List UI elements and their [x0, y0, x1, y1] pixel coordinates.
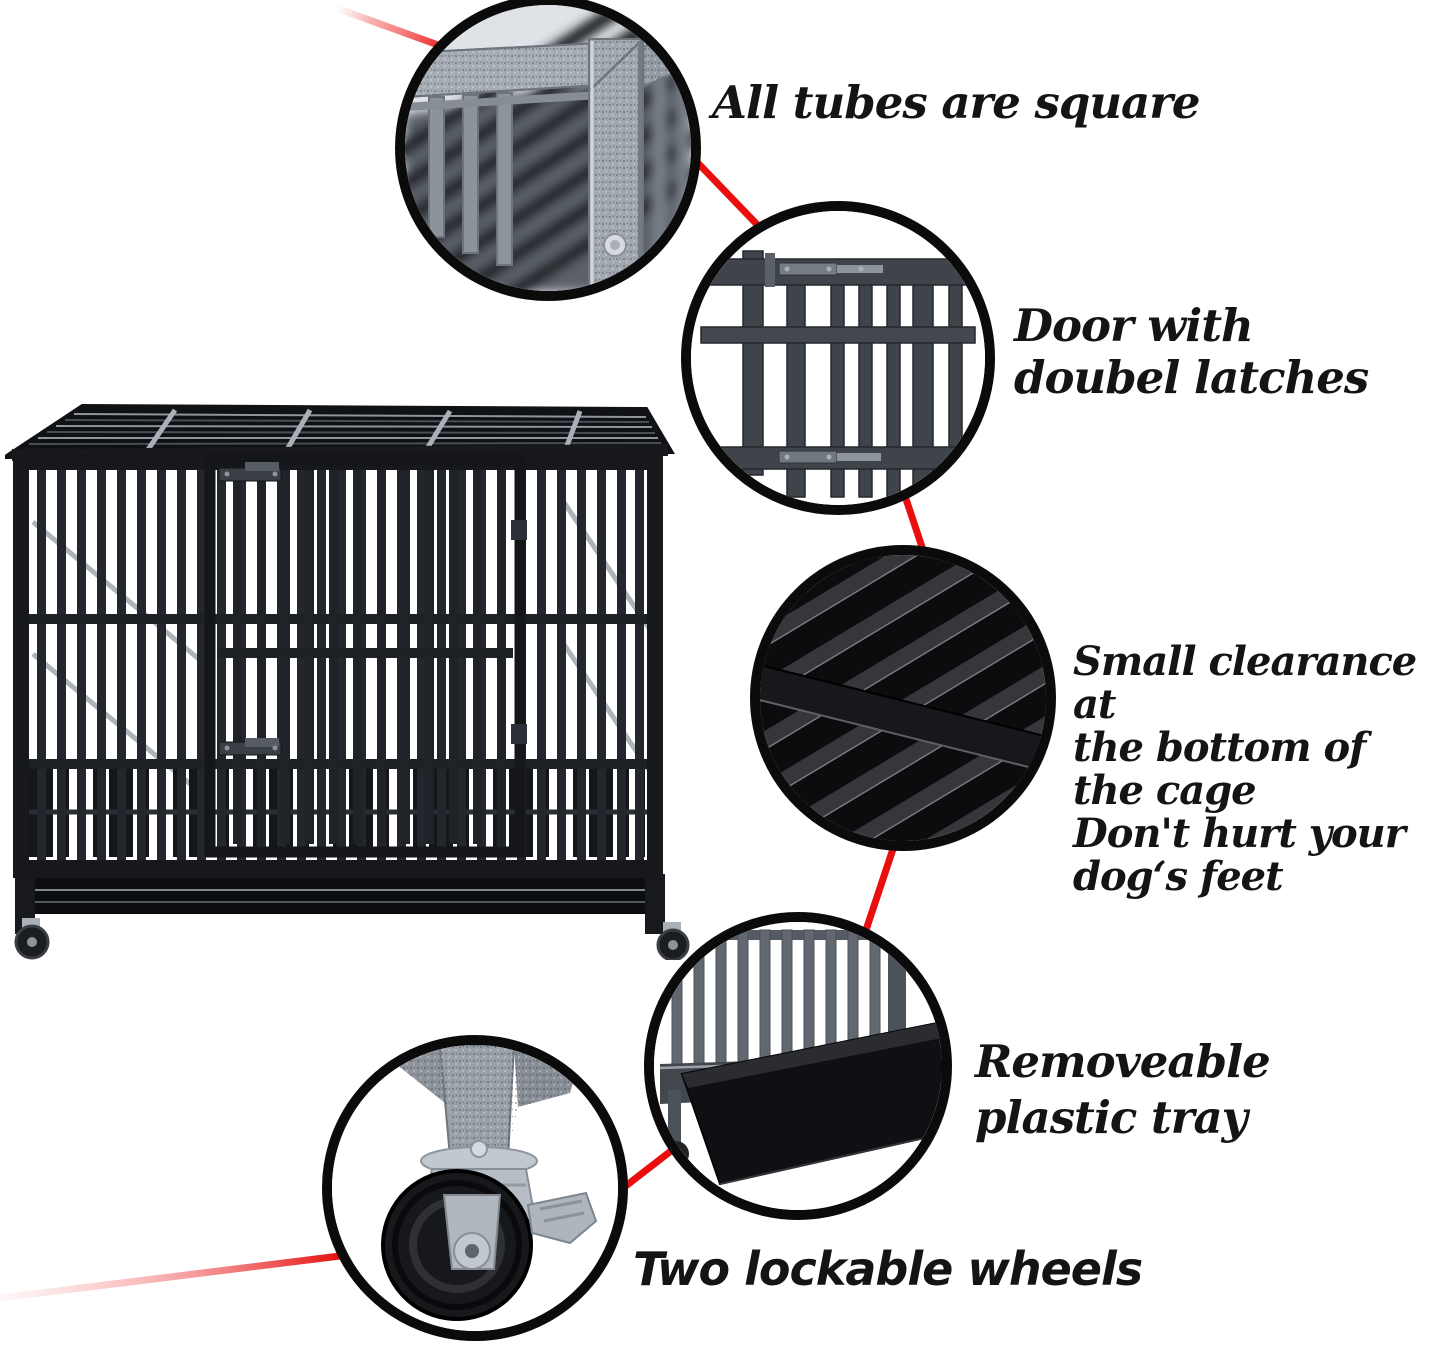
connector-line-bottom-left	[0, 1252, 341, 1302]
caption-line: plastic tray	[975, 1091, 1248, 1144]
corner-bolt	[603, 233, 627, 257]
callout-label-bottom-clearance: Small clearance at the bottom of the cag…	[1073, 640, 1445, 898]
crate-leg	[372, 1045, 584, 1158]
caster-wheel-left	[14, 918, 50, 960]
callout-label-plastic-tray: Removeable plastic tray	[975, 1034, 1271, 1146]
crate-door	[204, 454, 527, 858]
tray-detail	[654, 922, 942, 1210]
crate-base-tray	[15, 874, 665, 934]
caption-line: Small clearance at	[1073, 638, 1430, 728]
callout-circle-lockable-wheel	[322, 1035, 628, 1341]
crate-roof	[5, 403, 675, 461]
slide-latch-bottom	[778, 450, 881, 464]
door-latch-detail	[691, 211, 985, 505]
door-latch-top	[218, 462, 282, 482]
caption-line: doubel latches	[1014, 351, 1369, 404]
square-tube-corner-detail	[405, 5, 691, 291]
caster-wheel-right	[656, 922, 690, 960]
caster-wheel-detail	[332, 1045, 618, 1331]
connector-line-top-left	[334, 4, 454, 54]
callout-circle-square-tubes	[395, 0, 701, 301]
callout-label-lockable-wheels: Two lockable wheels	[633, 1242, 1143, 1296]
caption-line: All tubes are square	[712, 76, 1201, 129]
caption-line: the bottom of the cage	[1073, 724, 1392, 814]
caption-line: Don't hurt your dog‘s feet	[1073, 810, 1418, 900]
caption-line: Removeable	[975, 1035, 1271, 1088]
slide-latch-top	[765, 253, 883, 287]
door-latch-bottom	[218, 738, 282, 756]
brake-lever	[526, 1191, 598, 1245]
dog-crate-photo	[5, 403, 690, 960]
caption-line: Two lockable wheels	[633, 1242, 1143, 1296]
wheel-fork-front	[442, 1194, 502, 1270]
caption-line: Door with	[1014, 299, 1254, 352]
callout-circle-plastic-tray	[644, 912, 952, 1220]
connector-line-3-4	[862, 838, 900, 932]
floor-slats-detail	[760, 555, 1046, 841]
door-hinge-bottom	[511, 724, 527, 744]
callout-label-door-latches: Door with doubel latches	[1014, 299, 1369, 404]
callout-circle-door-latches	[681, 201, 995, 515]
callout-label-square-tubes: All tubes are square	[712, 76, 1201, 129]
door-hinge-top	[511, 520, 527, 540]
callout-circle-bottom-clearance	[750, 545, 1056, 851]
plastic-tray	[680, 1020, 942, 1186]
